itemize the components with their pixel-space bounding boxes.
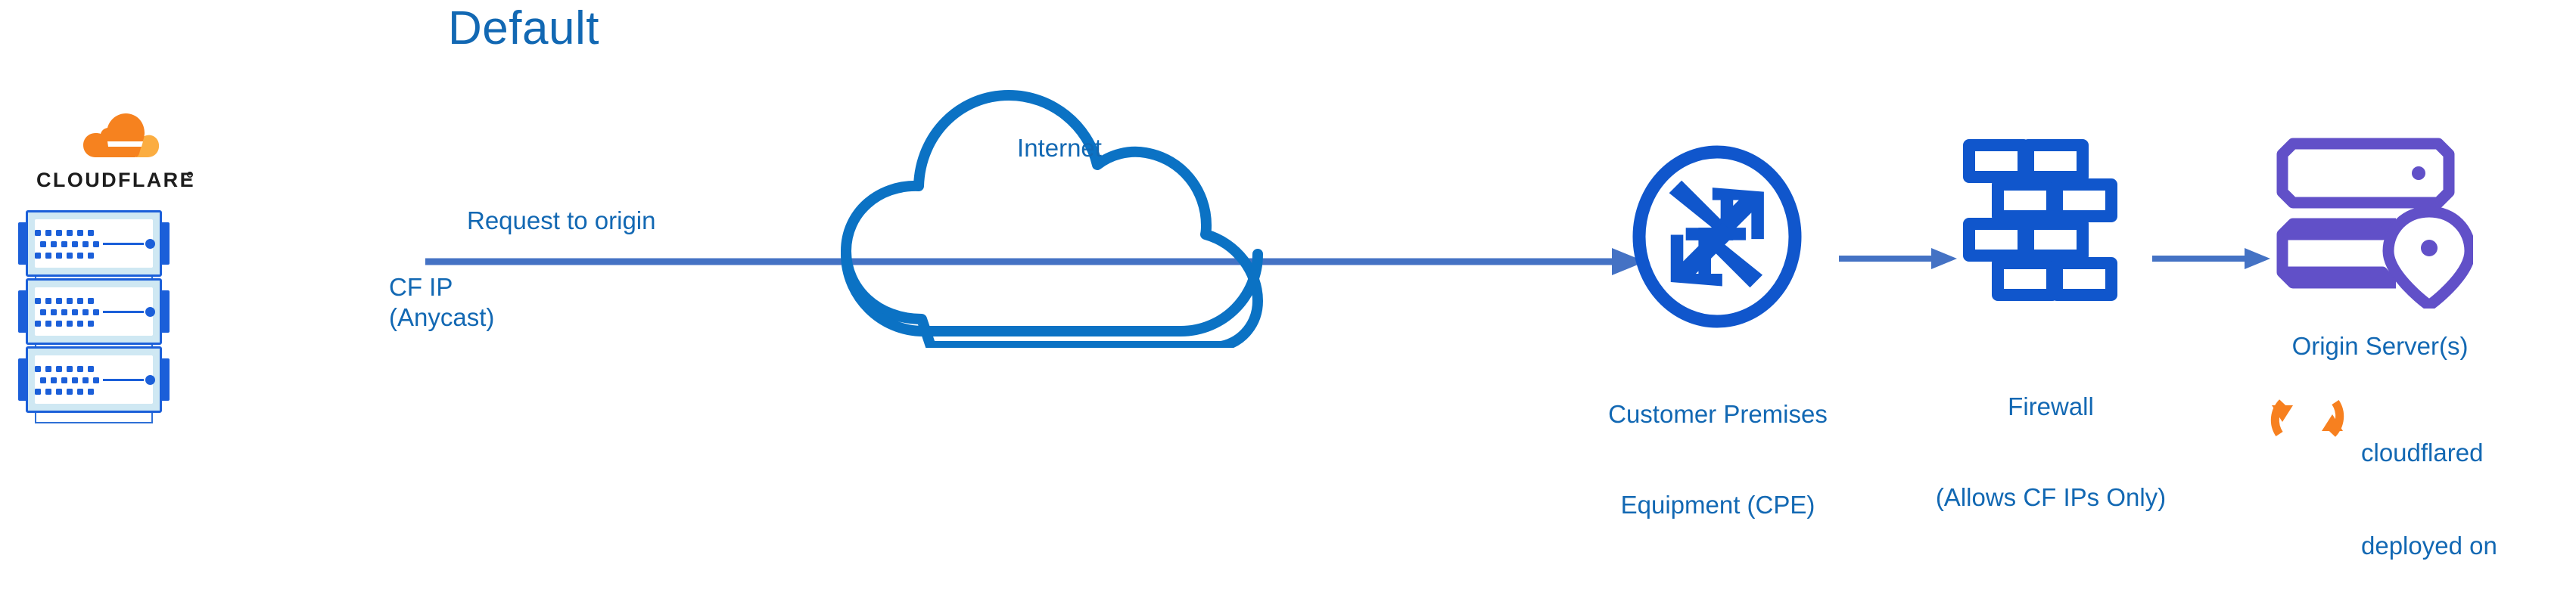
cloudflared-label: cloudflared deployed on servers [2361, 375, 2565, 614]
firewall-to-origin-arrow [2151, 243, 2272, 274]
cloudflare-server-2 [18, 278, 170, 355]
server-vent-dots-icon [35, 298, 99, 327]
server-slot-line [103, 379, 144, 381]
server-indicator-dot [145, 307, 155, 317]
cloudflare-server-1 [18, 210, 170, 287]
request-to-origin-arrow [424, 242, 1650, 281]
server-shelf [35, 413, 153, 423]
cf-ip-label-line1: CF IP [389, 273, 453, 301]
internet-cloud-icon [825, 45, 1286, 352]
firewall-label-line2: (Allows CF IPs Only) [1935, 483, 2167, 511]
cloudflared-label-line1: cloudflared [2361, 439, 2484, 467]
internet-label: Internet [1017, 134, 1102, 162]
sync-arrows-icon [2266, 378, 2349, 458]
router-icon [1618, 138, 1816, 336]
cloudflare-server-3 [18, 346, 170, 423]
server-vent-dots-icon [35, 366, 99, 395]
server-slot-line [103, 311, 144, 313]
cpe-label: Customer Premises Equipment (CPE) [1514, 339, 1922, 581]
server-slot-line [103, 243, 144, 245]
cpe-label-line2: Equipment (CPE) [1620, 491, 1815, 519]
cf-ip-label-line2: (Anycast) [389, 303, 495, 331]
cpe-to-firewall-arrow [1837, 243, 1958, 274]
request-to-origin-label: Request to origin [467, 206, 656, 234]
cloudflare-cloud-mark-icon [80, 110, 162, 165]
origin-server-label: Origin Server(s) [2291, 332, 2469, 360]
cloudflare-logo: CLOUDFLARE [36, 110, 195, 201]
cpe-label-line1: Customer Premises [1608, 400, 1828, 428]
server-indicator-dot [145, 239, 155, 249]
server-vent-dots-icon [35, 230, 99, 259]
server-location-icon [2276, 135, 2476, 312]
svg-text:CLOUDFLARE: CLOUDFLARE [36, 169, 195, 191]
brick-wall-icon [1962, 138, 2137, 305]
firewall-label-line1: Firewall [2008, 392, 2094, 420]
firewall-label: Firewall (Allows CF IPs Only) [1858, 331, 2244, 573]
page-title: Default [448, 2, 599, 54]
server-indicator-dot [145, 375, 155, 385]
cloudflare-wordmark: CLOUDFLARE [36, 165, 195, 195]
cloudflared-label-line2: deployed on [2361, 532, 2497, 560]
